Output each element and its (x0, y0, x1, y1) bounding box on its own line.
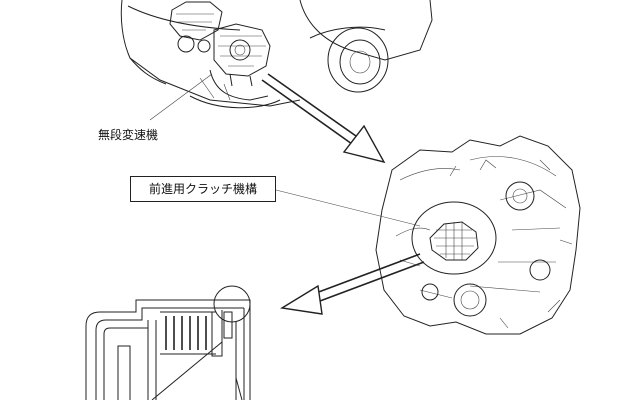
forward-clutch-label-box: 前進用クラッチ機構 (130, 176, 276, 202)
clutch-cross-section (85, 285, 251, 400)
arrow-to-cross-section (279, 253, 425, 315)
car-illustration (120, 0, 433, 109)
clutch-leader-line (275, 189, 421, 227)
cvt-label: 無段変速機 (98, 128, 159, 142)
arrow-to-cvt-detail (261, 73, 386, 164)
engine-illustration (169, 1, 271, 87)
cvt-assembly-detail (375, 135, 581, 335)
cvt-leader-line (149, 73, 213, 121)
